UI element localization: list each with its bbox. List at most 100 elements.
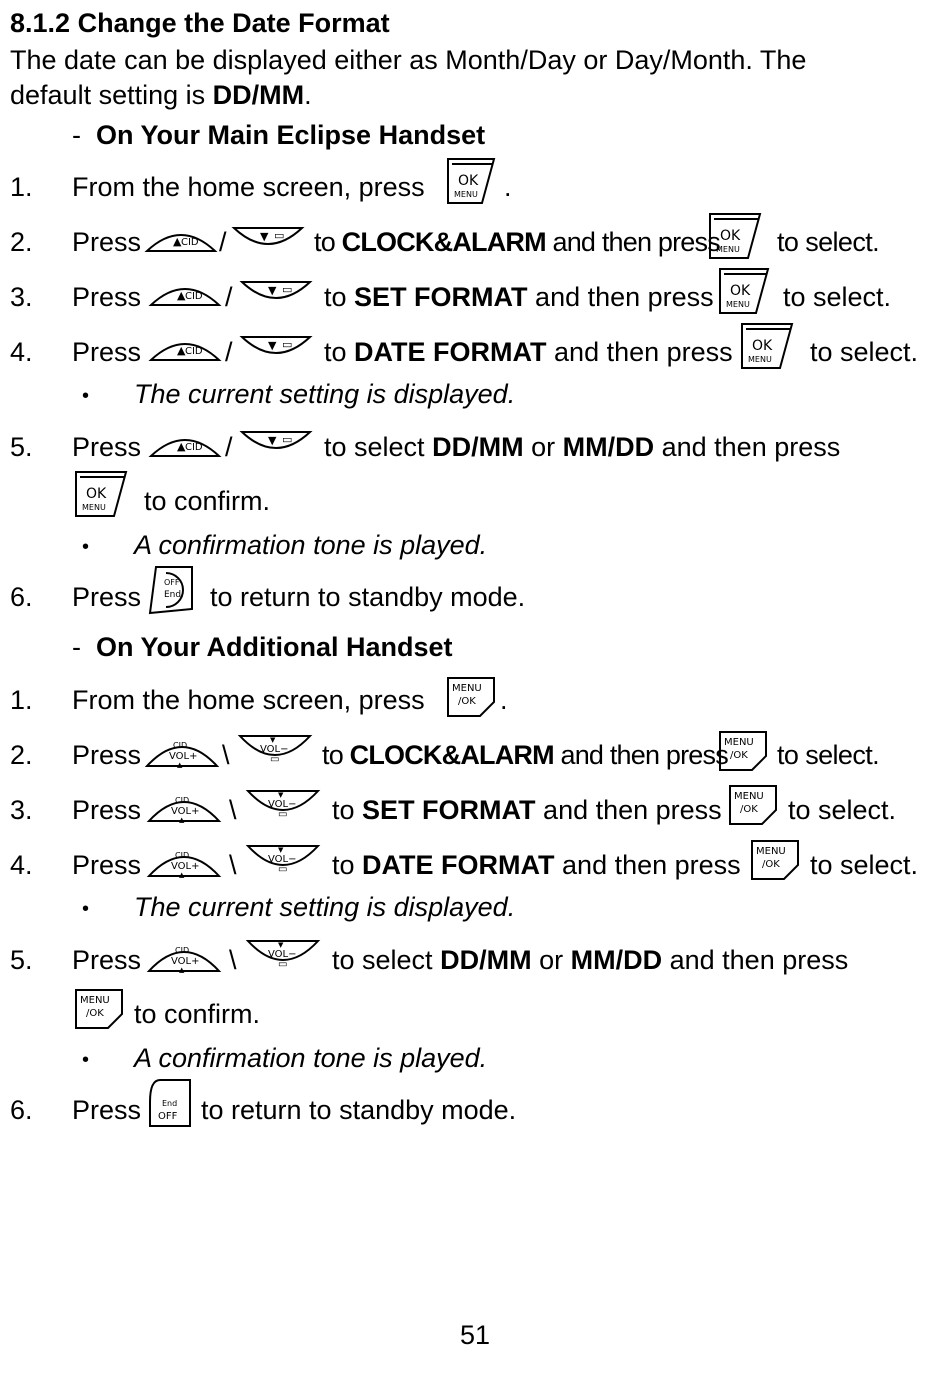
- svg-text:OK: OK: [720, 228, 741, 244]
- svg-text:VOL+: VOL+: [171, 861, 200, 872]
- down-phonebook-key-icon: ▼▭: [239, 336, 313, 354]
- down-phonebook-key-icon: ▼▭: [239, 281, 313, 299]
- add-step-2-suffix: to select.: [777, 740, 880, 770]
- svg-text:VOL+: VOL+: [171, 806, 200, 817]
- main-step-5-press: Press: [72, 432, 142, 462]
- svg-text:CID: CID: [185, 346, 203, 357]
- svg-text:▼: ▼: [268, 284, 277, 297]
- main-step-5-text: to select DD/MM or MM/DD and then press: [324, 432, 841, 462]
- menu-ok-key-icon: MENU/OK: [447, 677, 495, 717]
- svg-text:▭: ▭: [278, 809, 287, 820]
- svg-text:VOL−: VOL−: [260, 744, 289, 755]
- add-step-3-press: Press: [72, 795, 142, 825]
- add-step-1-period: .: [500, 685, 508, 715]
- main-step-3-press: Press: [72, 282, 142, 312]
- svg-text:▼: ▼: [268, 339, 277, 352]
- add-step-5-press: Press: [72, 945, 142, 975]
- menu-term-clock-alarm: CLOCK&ALARM: [349, 740, 555, 770]
- add-step-3-text: to SET FORMAT and then press: [332, 795, 722, 825]
- svg-text:▲: ▲: [179, 816, 185, 824]
- section-number: 8.1.2: [10, 8, 71, 38]
- add-step-4-backslash: \: [229, 850, 237, 880]
- svg-text:/OK: /OK: [740, 804, 758, 815]
- main-handset-heading: - On Your Main Eclipse Handset: [72, 120, 486, 150]
- down-phonebook-key-icon: ▼▭: [239, 431, 313, 449]
- svg-text:CID: CID: [185, 442, 203, 453]
- vol-down-phonebook-key-icon: ▼VOL−▭: [245, 790, 321, 820]
- svg-text:/OK: /OK: [86, 1008, 104, 1019]
- svg-text:CID: CID: [175, 851, 189, 860]
- bullet-marker: •: [82, 536, 90, 558]
- svg-text:VOL−: VOL−: [268, 854, 297, 865]
- add-step-2-backslash: \: [222, 740, 230, 770]
- svg-text:▲: ▲: [179, 966, 185, 974]
- svg-text:CID: CID: [181, 237, 199, 248]
- svg-text:/OK: /OK: [730, 750, 748, 761]
- menu-ok-key-icon: MENU/OK: [751, 840, 799, 880]
- menu-term-clock-alarm: CLOCK&ALARM: [341, 227, 547, 257]
- svg-text:/OK: /OK: [762, 859, 780, 870]
- section-heading: 8.1.2 Change the Date Format: [10, 8, 390, 39]
- svg-text:▼: ▼: [260, 230, 269, 243]
- up-cid-key-icon: ▲CID: [144, 234, 218, 252]
- vol-down-phonebook-key-icon: ▼VOL−▭: [245, 940, 321, 970]
- svg-text:▭: ▭: [282, 283, 292, 296]
- main-step-3-text: to SET FORMAT and then press: [324, 282, 714, 312]
- bullet-marker: •: [82, 898, 90, 920]
- add-step-3-suffix: to select.: [788, 795, 897, 825]
- add-step-2-number: 2.: [10, 740, 33, 770]
- svg-text:▼: ▼: [278, 791, 284, 799]
- add-step-2-text: to CLOCK&ALARM and then press: [322, 740, 729, 770]
- main-step-2-press: Press: [72, 227, 142, 257]
- svg-text:▭: ▭: [270, 754, 279, 765]
- svg-text:MENU: MENU: [734, 791, 764, 802]
- add-step-4-number: 4.: [10, 850, 33, 880]
- end-off-key-icon: OFF End: [148, 566, 193, 615]
- main-step-5-slash: /: [225, 432, 233, 462]
- main-step-4-note: The current setting is displayed.: [134, 379, 516, 409]
- add-step-5-number: 5.: [10, 945, 33, 975]
- svg-text:OFF: OFF: [158, 1111, 178, 1122]
- additional-handset-heading: - On Your Additional Handset: [72, 632, 453, 662]
- main-step-6-text: to return to standby mode.: [210, 582, 526, 612]
- menu-ok-key-icon: MENU/OK: [729, 785, 777, 825]
- add-step-6-text: to return to standby mode.: [201, 1095, 517, 1125]
- main-step-3-suffix: to select.: [783, 282, 892, 312]
- menu-ok-key-icon: MENU/OK: [75, 989, 123, 1029]
- svg-text:OK: OK: [458, 173, 479, 189]
- menu-term-set-format: SET FORMAT: [354, 282, 528, 312]
- svg-text:▭: ▭: [282, 433, 292, 446]
- add-step-3-backslash: \: [229, 795, 237, 825]
- svg-text:▭: ▭: [278, 959, 287, 970]
- svg-text:MENU: MENU: [452, 683, 482, 694]
- svg-text:OFF: OFF: [164, 578, 180, 587]
- add-step-4-suffix: to select.: [810, 850, 919, 880]
- main-step-1-number: 1.: [10, 172, 33, 202]
- add-step-1-number: 1.: [10, 685, 33, 715]
- vol-down-phonebook-key-icon: ▼VOL−▭: [245, 845, 321, 875]
- svg-text:CID: CID: [173, 741, 187, 750]
- svg-text:End: End: [164, 590, 181, 600]
- svg-text:VOL+: VOL+: [169, 751, 198, 762]
- add-step-5-confirm: to confirm.: [134, 999, 261, 1029]
- add-step-6-number: 6.: [10, 1095, 33, 1125]
- main-step-4-suffix: to select.: [810, 337, 919, 367]
- default-setting-value: DD/MM: [212, 80, 305, 110]
- main-step-2-slash: /: [219, 227, 227, 257]
- menu-term-date-format: DATE FORMAT: [362, 850, 555, 880]
- svg-text:▲: ▲: [177, 440, 186, 453]
- svg-text:▼: ▼: [270, 736, 276, 744]
- svg-text:▭: ▭: [274, 229, 284, 242]
- svg-text:OK: OK: [86, 486, 107, 502]
- svg-text:OK: OK: [730, 283, 751, 299]
- svg-text:▭: ▭: [278, 864, 287, 875]
- svg-text:VOL−: VOL−: [268, 949, 297, 960]
- svg-text:▼: ▼: [278, 941, 284, 949]
- main-step-6-press: Press: [72, 582, 142, 612]
- svg-text:/OK: /OK: [458, 696, 476, 707]
